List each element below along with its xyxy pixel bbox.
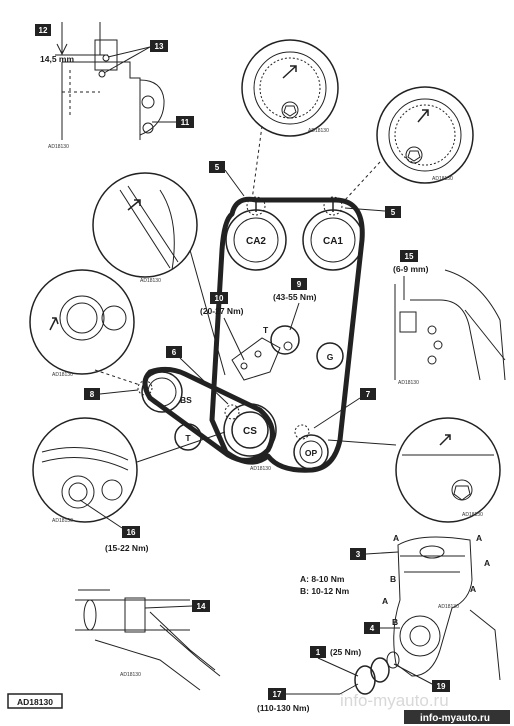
ref-code: AD18130: [52, 372, 73, 378]
pulley-t-upper: T: [263, 325, 269, 335]
value-1: (25 Nm): [330, 647, 361, 657]
main-code-label: AD18130: [17, 697, 53, 707]
callout-5-label: 5: [215, 163, 220, 172]
cover-letter-a: A: [382, 596, 388, 606]
callout-7: 7: [313, 388, 376, 429]
callout-10-label: 10: [215, 294, 224, 303]
cover-letter-a: A: [484, 558, 490, 568]
callout-13-label: 13: [155, 42, 164, 51]
detail-circle-ca1: AD18130: [376, 86, 474, 184]
cover-letter-b: B: [390, 574, 396, 584]
pulley-t-lower: T: [185, 433, 191, 443]
value-12: 14,5 mm: [40, 54, 74, 64]
ref-code: AD18130: [140, 278, 161, 284]
callout-12: 12: [35, 24, 51, 36]
callout-17: 17 (110-130 Nm): [257, 688, 340, 713]
main-code-box: AD18130: [7, 693, 63, 709]
callout-3-label: 3: [356, 550, 361, 559]
callout-1: 1 (25 Nm): [310, 646, 361, 677]
ref-code: AD18130: [438, 604, 459, 610]
callout-16: 16 (15-22 Nm): [79, 499, 149, 553]
torque-legend-a: A: 8-10 Nm: [300, 574, 345, 584]
callout-12-label: 12: [39, 26, 48, 35]
ref-code: AD18130: [250, 466, 271, 472]
callout-4: 4: [364, 622, 400, 634]
callout-14: 14: [144, 600, 210, 612]
callout-11: 11: [152, 116, 194, 128]
callout-7-label: 7: [366, 390, 371, 399]
callout-1-label: 1: [316, 648, 321, 657]
watermark-top: info-myauto.ru: [340, 691, 449, 710]
callout-5-label: 5: [391, 208, 396, 217]
callout-6: 6: [166, 346, 229, 405]
callout-14-label: 14: [197, 602, 206, 611]
main-belt-layout: CA2 CA1 T G BS T CS AD18130: [137, 196, 365, 473]
detail-shaft-14: AD18130: [75, 589, 221, 691]
pulley-ca2: CA2: [246, 236, 266, 247]
callout-9: 9 (43-55 Nm): [273, 278, 317, 331]
callout-6-label: 6: [172, 348, 177, 357]
callout-17-label: 17: [273, 690, 282, 699]
ref-code: AD18130: [398, 380, 419, 386]
cover-assembly: AD18130: [393, 536, 501, 681]
value-16: (15-22 Nm): [105, 543, 149, 553]
detail-tensioner-gap: AD18130: [394, 269, 506, 386]
callout-13: 13: [103, 40, 168, 74]
crank-pulley-stack: [339, 651, 400, 695]
ref-code: AD18130: [48, 144, 69, 150]
ref-code: AD18130: [120, 672, 141, 678]
value-15: (6-9 mm): [393, 264, 429, 274]
callout-15: 15 (6-9 mm): [393, 250, 429, 300]
callout-8-label: 8: [90, 390, 95, 399]
torque-legend-b: B: 10-12 Nm: [300, 586, 350, 596]
detail-camshaft-bracket: [55, 22, 165, 140]
watermark-bar: [404, 710, 510, 724]
detail-circle-ca2: AD18130: [241, 39, 339, 137]
callout-9-label: 9: [297, 280, 302, 289]
pulley-bs: BS: [180, 395, 192, 405]
callout-19-label: 19: [437, 682, 446, 691]
ref-code: AD18130: [52, 518, 73, 524]
pulley-g: G: [327, 352, 334, 362]
ref-code: AD18130: [462, 512, 483, 518]
callout-8: 8: [84, 388, 139, 400]
ref-code: AD18130: [432, 176, 453, 182]
pulley-op: OP: [305, 448, 318, 458]
pulley-ca1: CA1: [323, 236, 343, 247]
value-9: (43-55 Nm): [273, 292, 317, 302]
callout-10: 10 (20-27 Nm): [200, 292, 245, 361]
callout-11-label: 11: [181, 118, 190, 127]
value-10: (20-27 Nm): [200, 306, 244, 316]
cover-letter-a: A: [476, 533, 482, 543]
watermark-bottom: info-myauto.ru: [420, 713, 490, 724]
callout-4-label: 4: [370, 624, 375, 633]
detail-circle-bs: AD18130: [29, 269, 135, 378]
cover-letter-a: A: [393, 533, 399, 543]
callout-3: 3: [350, 548, 399, 560]
callout-16-label: 16: [127, 528, 136, 537]
detail-circle-op: AD18130: [395, 417, 501, 523]
cover-letter-b: B: [392, 617, 398, 627]
pulley-cs: CS: [243, 426, 257, 437]
callout-19: 19: [393, 663, 450, 692]
detail-circle-belt-left-upper: AD18130: [92, 172, 198, 284]
value-17: (110-130 Nm): [257, 703, 310, 713]
callout-5-left: 5: [209, 161, 245, 197]
callout-5-right: 5: [344, 206, 401, 218]
cover-letter-a: A: [470, 584, 476, 594]
ref-code: AD18130: [308, 128, 329, 134]
callout-15-label: 15: [405, 252, 414, 261]
detail-circle-cs: AD18130: [32, 417, 138, 524]
